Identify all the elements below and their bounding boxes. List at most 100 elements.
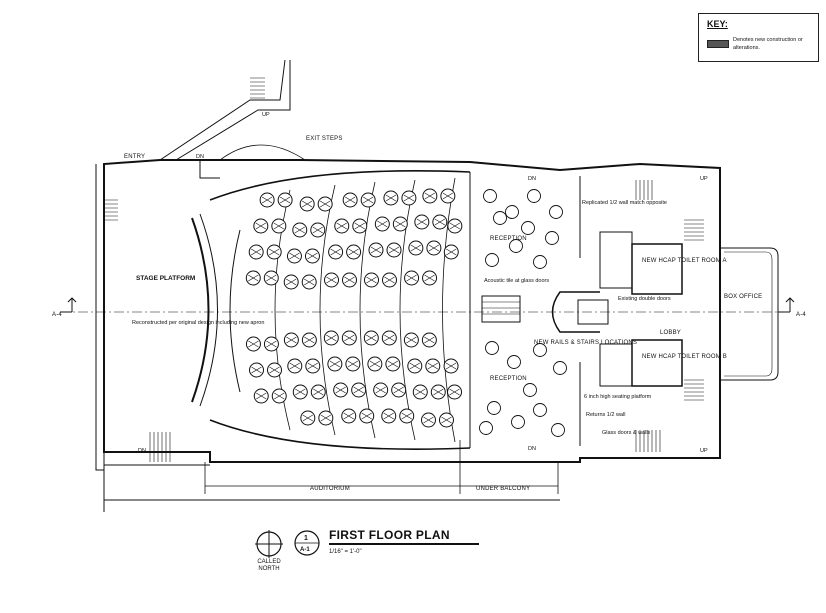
dn-marker: DN — [196, 154, 204, 160]
seating-table — [404, 270, 420, 286]
lounge-table — [485, 253, 499, 267]
seating-table — [421, 332, 437, 348]
lounge-table — [533, 255, 547, 269]
lounge-tables — [479, 189, 567, 437]
up-marker: UP — [262, 112, 270, 118]
seating-table — [443, 358, 459, 374]
lounge-table — [479, 421, 493, 435]
box-office-label: BOX OFFICE — [724, 294, 762, 300]
new-construction-swatch — [707, 40, 729, 48]
dn-marker: DN — [138, 448, 146, 454]
seating-table — [367, 356, 383, 372]
seating-table — [248, 244, 264, 260]
dn-marker: DN — [528, 446, 536, 452]
seating-table — [286, 248, 302, 264]
seating-table — [383, 190, 399, 206]
key-title: KEY: — [707, 19, 728, 29]
seating-table — [412, 384, 428, 400]
toilet-b-label: NEW HCAP TOILET ROOM B — [642, 354, 727, 360]
reception-top-label: RECEPTION — [490, 236, 527, 242]
seating-table — [392, 216, 408, 232]
seating-table — [352, 218, 368, 234]
legend-key: KEY: Denotes new construction or alterat… — [698, 13, 819, 62]
seating-table — [253, 218, 269, 234]
dn-marker: DN — [528, 176, 536, 182]
seating-table — [333, 382, 349, 398]
seating-table — [334, 218, 350, 234]
seating-table — [305, 358, 321, 374]
lounge-table — [493, 211, 507, 225]
seating-table — [299, 196, 315, 212]
auditorium-dimension: AUDITORIUM — [310, 486, 350, 492]
seating-table — [263, 336, 279, 352]
seating-table — [301, 274, 317, 290]
seating-table — [245, 336, 261, 352]
seating-table — [277, 192, 293, 208]
seating-table — [267, 362, 282, 378]
entry-label: ENTRY — [124, 154, 145, 160]
seating-table — [259, 192, 275, 208]
seating-table — [432, 214, 448, 230]
seating-table — [328, 244, 344, 260]
seating-table — [245, 270, 261, 286]
lounge-table — [551, 423, 565, 437]
building-walls — [60, 59, 795, 512]
seating-table — [391, 382, 407, 398]
seating-table — [438, 412, 454, 428]
lounge-table — [545, 231, 559, 245]
seating-table — [342, 192, 358, 208]
seating-table — [360, 192, 376, 208]
sheet-ref: A-1 — [300, 547, 310, 553]
seating-table — [292, 222, 308, 238]
seating-table — [300, 410, 316, 426]
seating-table — [310, 384, 326, 400]
lobby-label: LOBBY — [660, 330, 681, 336]
seating-table — [283, 274, 299, 290]
lounge-table — [505, 205, 519, 219]
seating-table — [342, 272, 357, 288]
seating-table — [399, 408, 415, 424]
seating-table — [422, 270, 438, 286]
existing-doors-note: Existing double doors — [618, 296, 671, 302]
seating-table — [382, 272, 397, 288]
lounge-table — [549, 205, 563, 219]
lounge-table — [507, 355, 521, 369]
lounge-table — [487, 401, 501, 415]
seating-table — [304, 248, 320, 264]
seating-table — [346, 244, 362, 260]
seating-table — [414, 214, 430, 230]
title-underline — [329, 543, 479, 545]
seating-table — [373, 382, 389, 398]
seating-table — [386, 242, 402, 258]
seating-table — [430, 384, 446, 400]
seating-table — [327, 356, 343, 372]
reception-bottom-label: RECEPTION — [490, 376, 527, 382]
north-label: CALLED NORTH — [257, 559, 281, 572]
seating-table — [426, 240, 442, 256]
seating-table — [317, 196, 333, 212]
section-mark-right: A-4 — [796, 312, 806, 318]
seating-table — [385, 356, 401, 372]
seating-table — [253, 388, 269, 404]
room-labels: ENTRY STAGE PLATFORM Reconstructed per o… — [52, 112, 806, 492]
under-balcony-dimension: UNDER BALCONY — [476, 486, 530, 492]
platform-note: 6 inch high seating platform — [584, 394, 652, 400]
lounge-table — [527, 189, 541, 203]
seating-table — [359, 408, 375, 424]
seating-table — [368, 242, 384, 258]
seating-table — [310, 222, 326, 238]
return-wall-note: Returns 1/2 wall — [586, 412, 625, 418]
seating-table — [447, 384, 463, 400]
seating-table — [292, 384, 308, 400]
seating-table — [447, 218, 463, 234]
seating-table — [249, 362, 264, 378]
sheet-reference-bubble: 1 A-1 — [294, 530, 320, 556]
drawing-title: FIRST FLOOR PLAN — [329, 528, 450, 542]
up-marker: UP — [700, 176, 708, 182]
new-rails-label: NEW RAILS & STAIRS LOCATIONS — [534, 340, 637, 346]
lounge-table — [485, 341, 499, 355]
seating-table — [283, 332, 299, 348]
lounge-table — [509, 239, 523, 253]
seating-table — [301, 332, 317, 348]
